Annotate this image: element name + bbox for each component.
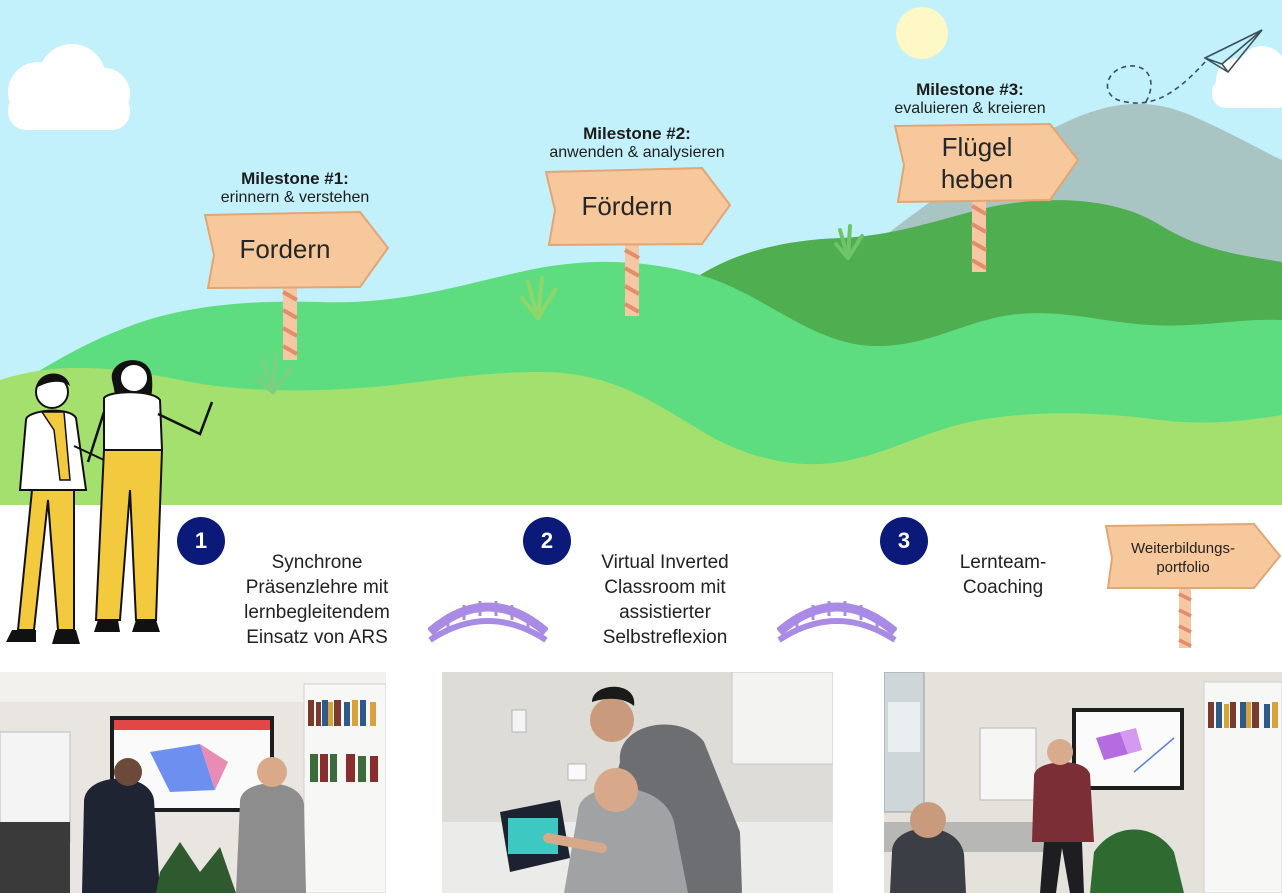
classroom-photo-3 — [884, 672, 1282, 893]
step-2-circle: 2 — [523, 517, 571, 565]
cloud-icon — [8, 44, 130, 130]
step-text-line: Classroom mit — [604, 577, 726, 598]
signpost-icon — [544, 166, 732, 316]
sign-foerdern: Fördern — [552, 190, 702, 222]
step-text-line: Selbstreflexion — [602, 627, 728, 648]
sign-text-line: portfolio — [1156, 559, 1210, 576]
step-1-circle: 1 — [177, 517, 225, 565]
classroom-photo-2 — [442, 672, 833, 893]
milestone-1-label: Milestone #1: erinnern & verstehen — [190, 169, 400, 207]
man-figure — [6, 373, 105, 644]
milestone-3-label: Milestone #3: evaluieren & kreieren — [860, 80, 1080, 118]
bridge-icon — [777, 601, 897, 643]
step-text-line: Präsenzlehre mit — [245, 577, 389, 598]
step-text-line: Lernteam- — [959, 552, 1047, 573]
landscape-scene — [0, 0, 1282, 505]
sign-text-line: Fördern — [581, 191, 673, 221]
milestone-2-label: Milestone #2: anwenden & analysieren — [517, 124, 757, 162]
step-number: 3 — [897, 528, 911, 553]
step-text-line: Synchrone — [271, 552, 363, 573]
signpost-icon — [203, 210, 390, 360]
milestone-title: Milestone #2: — [583, 124, 691, 143]
signpost-icon — [1104, 522, 1282, 648]
step-text-line: Coaching — [962, 577, 1044, 598]
grass-tuft-icon — [254, 353, 294, 394]
step-text-line: Einsatz von ARS — [246, 627, 388, 648]
grass-tuft-icon — [520, 276, 557, 320]
woman-figure — [86, 360, 214, 632]
portfolio-sign-text: Weiterbildungs- portfolio — [1108, 539, 1258, 577]
sign-text-line: Flügel — [941, 132, 1013, 162]
milestone-subtitle: anwenden & analysieren — [549, 144, 725, 161]
cloud-icon — [1212, 46, 1282, 108]
milestone-title: Milestone #1: — [241, 169, 349, 188]
grass-tuft-icon — [834, 224, 864, 260]
classroom-photo-1 — [0, 672, 386, 893]
step-3-text: Lernteam- Coaching — [918, 550, 1088, 600]
step-2-text: Virtual Inverted Classroom mit assistier… — [560, 550, 770, 650]
milestone-subtitle: erinnern & verstehen — [220, 189, 370, 206]
sign-fordern: Fordern — [210, 233, 360, 265]
step-number: 1 — [194, 528, 208, 553]
sign-text-line: Weiterbildungs- — [1131, 540, 1235, 557]
bridge-icon — [428, 601, 548, 643]
sign-fluegel-heben: Flügel heben — [902, 131, 1052, 195]
step-text-line: assistierter — [619, 602, 711, 623]
signpost-icon — [893, 122, 1080, 272]
milestone-subtitle: evaluieren & kreieren — [894, 100, 1046, 117]
step-text-line: lernbegleitendem — [244, 602, 390, 623]
hill-light — [0, 367, 1282, 505]
people-illustration — [6, 360, 214, 644]
milestone-title: Milestone #3: — [916, 80, 1024, 99]
step-1-text: Synchrone Präsenzlehre mit lernbegleiten… — [212, 550, 422, 650]
step-text-line: Virtual Inverted — [601, 552, 729, 573]
step-number: 2 — [540, 528, 554, 553]
step-3-circle: 3 — [880, 517, 928, 565]
sign-text-line: Fordern — [239, 234, 331, 264]
sun-icon — [896, 7, 948, 59]
sign-text-line: heben — [940, 164, 1014, 194]
paper-plane-icon — [1106, 29, 1263, 133]
